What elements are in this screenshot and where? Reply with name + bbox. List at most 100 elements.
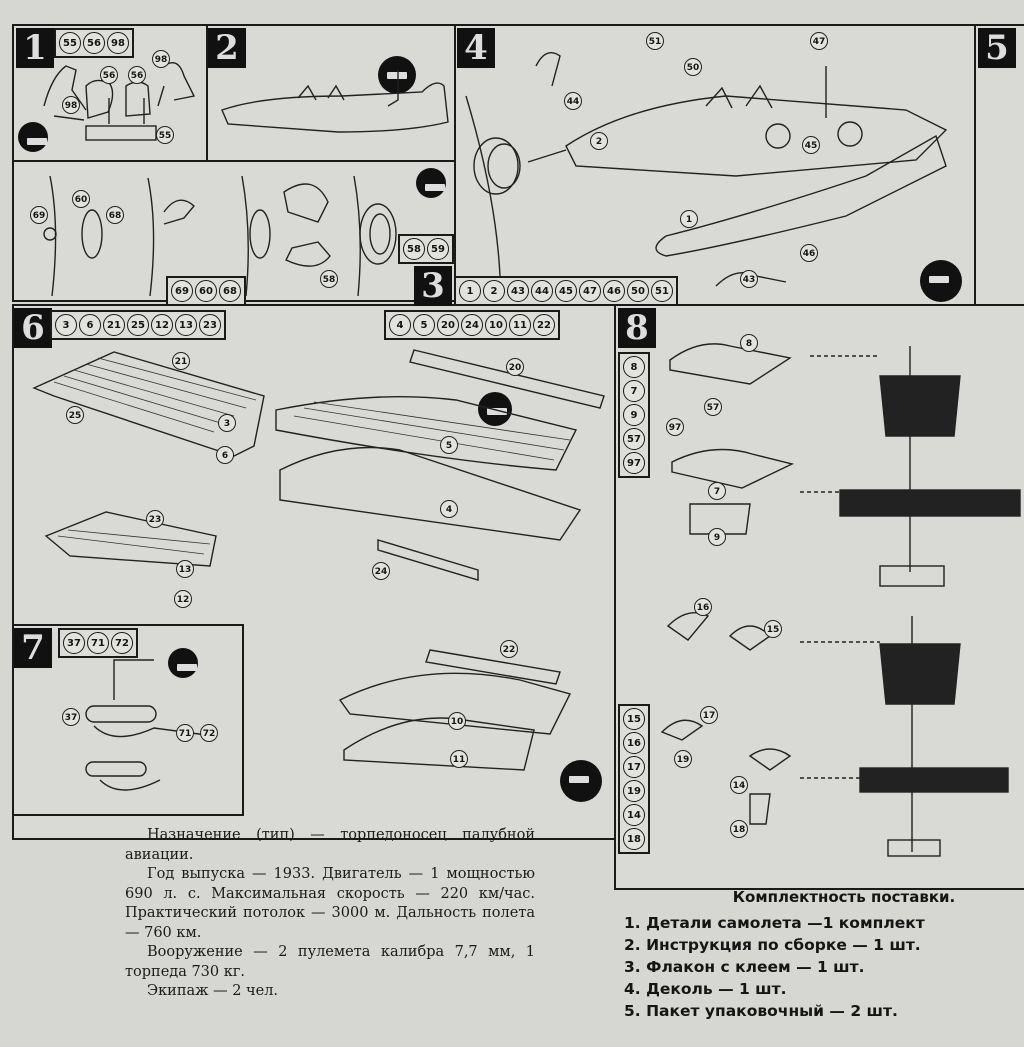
- step-4-drawing: [465, 52, 948, 287]
- step-2-drawing: [221, 70, 449, 133]
- callout: 9: [708, 528, 726, 546]
- step-6-panel: [12, 304, 616, 840]
- callout: 24: [372, 562, 390, 580]
- step-1-parts: 55 56 98: [54, 28, 134, 58]
- no-glue-icon: [416, 168, 446, 198]
- step-1-tag: 1: [16, 28, 54, 68]
- part-chip: 4: [389, 314, 411, 336]
- part-chip: 46: [603, 280, 625, 302]
- callout: 19: [674, 750, 692, 768]
- part-chip: 1: [459, 280, 481, 302]
- no-glue-icon: [560, 760, 602, 802]
- step-4-panel: [454, 24, 976, 306]
- part-chip: 7: [623, 380, 645, 402]
- kit-list: 1. Детали самолета —1 комплект 2. Инстру…: [624, 912, 1024, 1022]
- part-chip: 6: [79, 314, 101, 336]
- kit-item: 1. Детали самолета —1 комплект: [624, 914, 925, 932]
- step-7-drawing: [85, 659, 215, 791]
- part-chip: 47: [579, 280, 601, 302]
- step-6-drawing: [32, 349, 605, 581]
- callout: 71: [176, 724, 194, 742]
- callout: 56: [128, 66, 146, 84]
- part-chip: 18: [623, 828, 645, 850]
- step-2-tag: 2: [208, 28, 246, 68]
- part-chip: 58: [403, 238, 425, 260]
- callout: 37: [62, 708, 80, 726]
- callout: 57: [704, 398, 722, 416]
- part-chip: 21: [103, 314, 125, 336]
- step-8-drawing: [660, 343, 1021, 857]
- callout: 46: [800, 244, 818, 262]
- callout: 18: [730, 820, 748, 838]
- callout: 44: [564, 92, 582, 110]
- kit-item: 3. Флакон с клеем — 1 шт.: [624, 958, 865, 976]
- callout: 72: [200, 724, 218, 742]
- step-3-parts: 1 2 43 44 45 47 46 50 51: [454, 276, 678, 306]
- part-chip: 55: [59, 32, 81, 54]
- callout: 6: [216, 446, 234, 464]
- callout: 14: [730, 776, 748, 794]
- part-chip: 57: [623, 428, 645, 450]
- step-1-drawing: [43, 62, 196, 141]
- part-chip: 51: [651, 280, 673, 302]
- callout: 60: [72, 190, 90, 208]
- callout: 8: [740, 334, 758, 352]
- callout: 50: [684, 58, 702, 76]
- step-3-drawing: [43, 175, 397, 297]
- callout: 4: [440, 500, 458, 518]
- step-5-tag: 5: [978, 28, 1016, 68]
- callout: 7: [708, 482, 726, 500]
- step-8-parts-top: 8 7 9 57 97: [618, 352, 650, 478]
- step-3-parts-propeller: 69 60 68: [166, 276, 246, 306]
- part-chip: 19: [623, 780, 645, 802]
- step-6-parts-left: 3 6 21 25 12 13 23: [50, 310, 226, 340]
- part-chip: 14: [623, 804, 645, 826]
- part-chip: 13: [175, 314, 197, 336]
- part-chip: 17: [623, 756, 645, 778]
- part-chip: 22: [533, 314, 555, 336]
- aircraft-description: Назначение (тип) — торпедоносец палубной…: [125, 826, 535, 1002]
- part-chip: 97: [623, 452, 645, 474]
- callout: 2: [590, 132, 608, 150]
- callout: 21: [172, 352, 190, 370]
- part-chip: 72: [111, 632, 133, 654]
- callout: 45: [802, 136, 820, 154]
- callout: 98: [152, 50, 170, 68]
- callout: 51: [646, 32, 664, 50]
- callout: 58: [320, 270, 338, 288]
- part-chip: 2: [483, 280, 505, 302]
- part-chip: 3: [55, 314, 77, 336]
- callout: 20: [506, 358, 524, 376]
- step-7-tag: 7: [14, 628, 52, 668]
- part-chip: 11: [509, 314, 531, 336]
- part-chip: 9: [623, 404, 645, 426]
- callout: 23: [146, 510, 164, 528]
- part-chip: 20: [437, 314, 459, 336]
- step-8-parts-bottom: 15 16 17 19 14 18: [618, 704, 650, 854]
- step-4-tag: 4: [457, 28, 495, 68]
- no-glue-icon: [378, 56, 416, 94]
- callout: 56: [100, 66, 118, 84]
- callout: 22: [500, 640, 518, 658]
- kit-item: 5. Пакет упаковочный — 2 шт.: [624, 1002, 898, 1020]
- step-6b-drawing: [338, 649, 572, 771]
- step-6-tag: 6: [14, 308, 52, 348]
- description-type: Назначение (тип) — торпедоносец палубной…: [125, 827, 535, 863]
- callout: 15: [764, 620, 782, 638]
- callout: 47: [810, 32, 828, 50]
- part-chip: 8: [623, 356, 645, 378]
- kit-item: 4. Деколь — 1 шт.: [624, 980, 787, 998]
- description-crew: Экипаж — 2 чел.: [147, 983, 279, 999]
- part-chip: 25: [127, 314, 149, 336]
- step-8-tag: 8: [618, 308, 656, 348]
- callout: 69: [30, 206, 48, 224]
- kit-item: 2. Инструкция по сборке — 1 шт.: [624, 936, 921, 954]
- part-chip: 56: [83, 32, 105, 54]
- part-chip: 69: [171, 280, 193, 302]
- part-chip: 16: [623, 732, 645, 754]
- part-chip: 44: [531, 280, 553, 302]
- description-specs: Год выпуска — 1933. Двигатель — 1 мощнос…: [125, 866, 535, 941]
- kit-title: Комплектность поставки.: [732, 888, 956, 906]
- part-chip: 71: [87, 632, 109, 654]
